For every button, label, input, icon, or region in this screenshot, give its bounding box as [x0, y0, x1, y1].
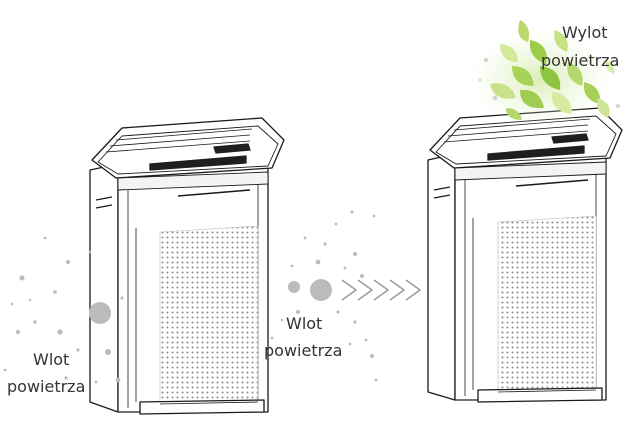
inlet-label-left-line1: Wlot [33, 350, 70, 369]
leaves-cluster [470, 20, 620, 126]
chevron-right-icon [341, 279, 422, 301]
dust-particles-middle [270, 210, 378, 382]
outlet-label: Wylot powietrza [541, 23, 619, 69]
inlet-label-left-line2: powietrza [7, 377, 86, 396]
purifier-left [89, 117, 285, 415]
inlet-label-middle-line2: powietrza [264, 341, 343, 360]
purifier-right [427, 107, 623, 403]
dust-particles-left [3, 236, 124, 384]
inlet-label-left: Wlot powietrza [7, 350, 85, 395]
outlet-label-line1: Wylot [562, 23, 608, 42]
outlet-label-line2: powietrza [541, 51, 620, 70]
inlet-label-middle: Wlot powietrza [264, 314, 342, 359]
inlet-label-middle-line1: Wlot [286, 314, 323, 333]
